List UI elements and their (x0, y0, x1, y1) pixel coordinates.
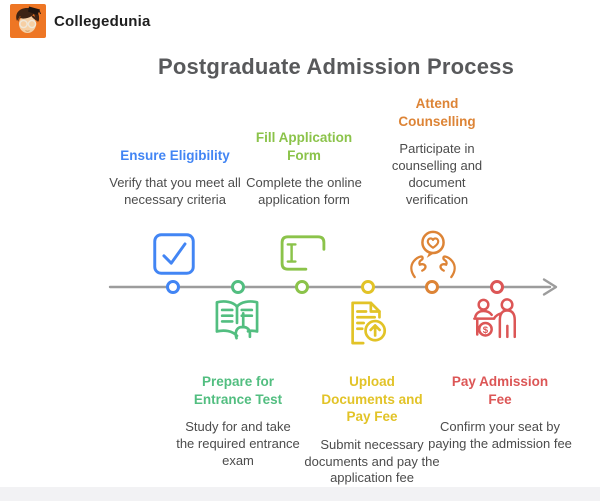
collegedunia-logo-icon (10, 4, 46, 38)
page-title: Postgraduate Admission Process (157, 54, 515, 79)
step-ensure-eligibility: Ensure Eligibility Verify that you meet … (103, 147, 247, 209)
step-description: Participate in counselling and document … (391, 141, 483, 208)
step-label: Attend Counselling (398, 96, 476, 129)
svg-text:$: $ (483, 325, 489, 336)
step-label: Ensure Eligibility (120, 147, 230, 163)
open-book-hand-icon (215, 300, 259, 340)
step-description: Study for and take the required entrance… (176, 419, 300, 468)
step-fill-application-form: Fill Application Form Complete the onlin… (232, 129, 376, 209)
timeline-node-pay-admission-fee (490, 280, 504, 294)
timeline-arrow-icon (542, 278, 558, 296)
timeline-node-fill-application-form (295, 280, 309, 294)
step-pay-admission-fee: Pay Admission Fee Confirm your seat by p… (428, 373, 572, 453)
brand-header: Collegedunia (10, 4, 151, 38)
hands-heart-bubble-icon (410, 230, 456, 279)
document-upload-icon (351, 301, 387, 345)
step-label: Pay Admission Fee (451, 374, 549, 407)
form-input-cursor-icon (280, 235, 326, 271)
step-label: Upload Documents and Pay Fee (321, 374, 423, 425)
timeline-node-attend-counselling (425, 280, 439, 294)
step-prepare-entrance-test: Prepare for Entrance Test Study for and … (172, 373, 304, 470)
step-description: Submit necessary documents and pay the a… (304, 436, 440, 486)
step-description: Verify that you meet all necessary crite… (109, 175, 241, 208)
bottom-strip (0, 487, 600, 501)
step-label: Prepare for Entrance Test (193, 374, 283, 407)
timeline-node-ensure-eligibility (166, 280, 180, 294)
step-upload-documents-pay-fee: Upload Documents and Pay Fee Submit nece… (304, 373, 440, 487)
checkbox-check-icon (153, 233, 195, 275)
timeline (108, 278, 558, 296)
step-attend-counselling: Attend Counselling Participate in counse… (377, 95, 497, 209)
people-payment-icon: $ (473, 298, 516, 339)
step-description: Complete the online application form (246, 175, 362, 208)
step-description: Confirm your seat by paying the admissio… (428, 419, 572, 451)
brand-name: Collegedunia (54, 12, 151, 30)
timeline-node-upload-documents (361, 280, 375, 294)
step-label: Fill Application Form (255, 130, 353, 163)
timeline-node-prepare-entrance-test (231, 280, 245, 294)
